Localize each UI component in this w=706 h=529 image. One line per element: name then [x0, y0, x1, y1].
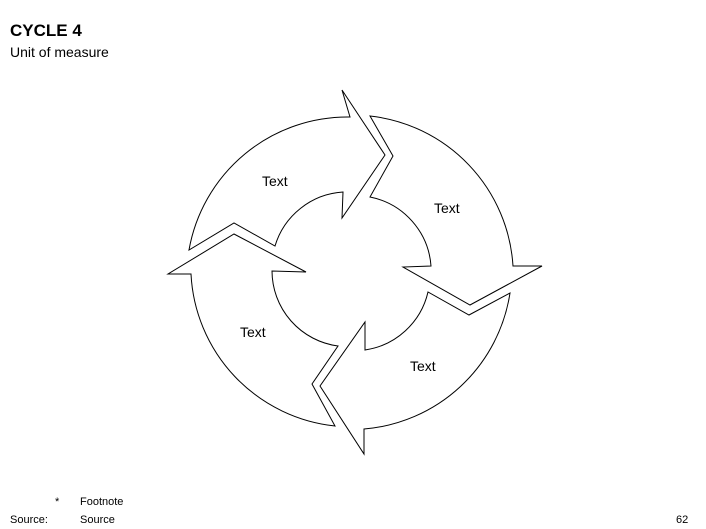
page-number: 62: [676, 514, 689, 526]
cycle-segment-top-right: [369, 115, 543, 306]
segment-label-bottom-right: Text: [410, 358, 436, 374]
source-text: Source: [80, 514, 115, 526]
cycle-segment-bottom-right: [319, 291, 511, 456]
source-label: Source:: [10, 514, 48, 526]
footnote-text: Footnote: [80, 496, 124, 508]
segment-label-bottom-left: Text: [240, 324, 266, 340]
cycle-segment-top-left: [188, 89, 386, 251]
page-title: CYCLE 4: [10, 21, 82, 40]
page-subtitle: Unit of measure: [10, 44, 109, 60]
cycle-segment-bottom-left: [166, 233, 339, 427]
segment-label-top-right: Text: [434, 200, 460, 216]
segment-label-top-left: Text: [262, 173, 288, 189]
footnote-marker: *: [55, 496, 60, 508]
